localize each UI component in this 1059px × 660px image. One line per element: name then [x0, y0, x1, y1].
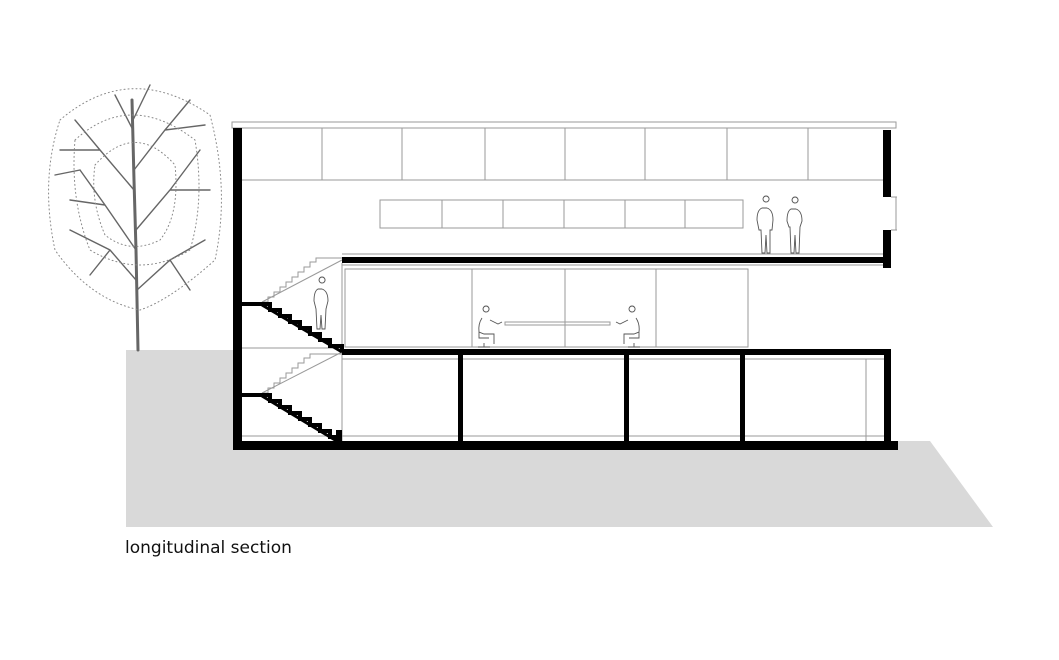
tree-icon [48, 84, 222, 352]
ground-fill [126, 350, 993, 527]
drawing-caption: longitudinal section [125, 538, 292, 558]
building-outline-thin [231, 121, 897, 441]
stairs [260, 302, 344, 445]
person-figures [313, 195, 803, 348]
